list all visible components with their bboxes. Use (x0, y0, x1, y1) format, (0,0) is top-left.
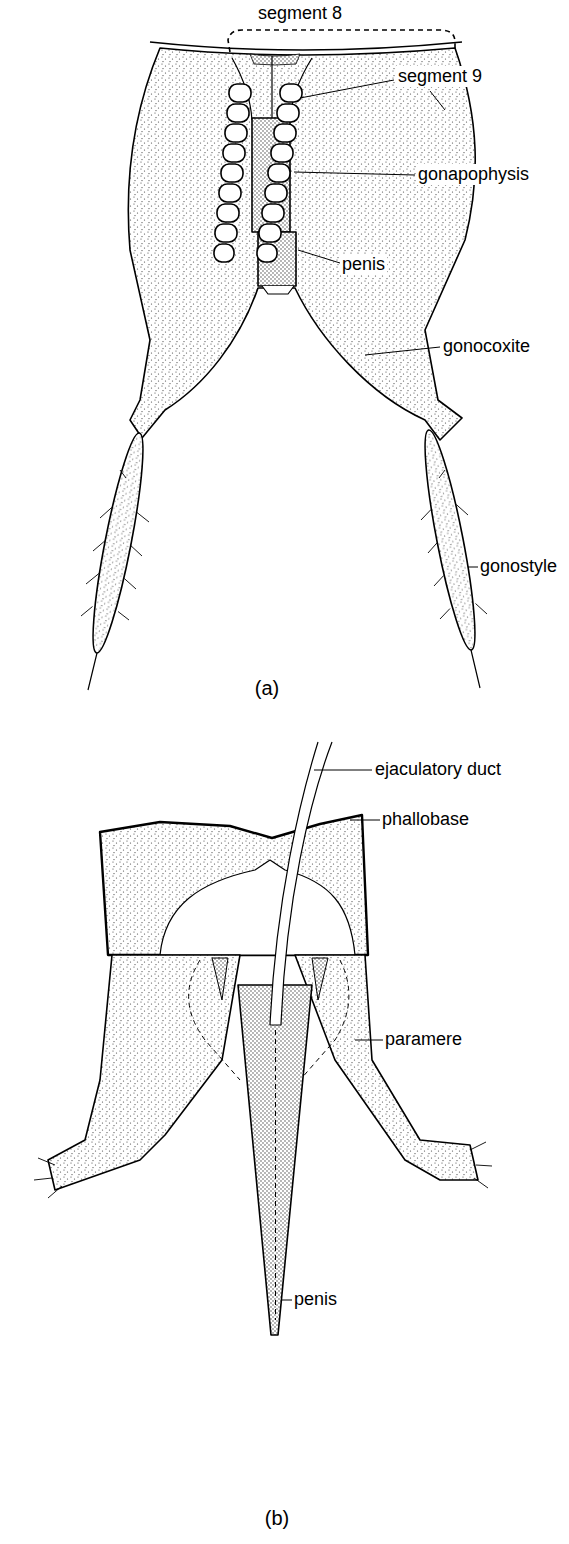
gonostyle-right (416, 428, 484, 653)
phallobase-shape (100, 815, 368, 955)
gonapophysis-right (257, 84, 302, 262)
duct-inside (275, 1030, 276, 1320)
segment-8-margin (150, 42, 462, 50)
part-label: gonocoxite (441, 336, 532, 357)
gonostyle-left (84, 431, 152, 656)
penis-shape (238, 985, 312, 1335)
part-label: penis (292, 1289, 339, 1310)
leader-lines (281, 770, 383, 1300)
figure-a (81, 30, 487, 690)
paramere-right (295, 955, 478, 1180)
paramere-left (48, 955, 240, 1190)
part-label: paramere (383, 1029, 464, 1050)
dark-band (250, 54, 300, 65)
part-label: ejaculatory duct (373, 759, 503, 780)
setae (34, 1142, 492, 1198)
gonapophysis-left (214, 84, 251, 262)
phallobase-window (160, 860, 355, 955)
leader-lines (294, 80, 478, 567)
panel-label: (a) (253, 676, 281, 700)
setae (81, 470, 487, 620)
part-label: phallobase (380, 809, 471, 830)
part-label: segment 8 (256, 3, 344, 24)
midline (271, 56, 272, 120)
figure-b (34, 742, 492, 1335)
part-label: gonapophysis (416, 164, 531, 185)
gonostyle-spikes (88, 650, 480, 690)
segment-9-shape (128, 48, 475, 440)
part-label: gonostyle (478, 556, 559, 577)
part-label: segment 9 (396, 66, 484, 87)
part-label: penis (340, 254, 387, 275)
ejaculatory-duct (270, 742, 332, 1025)
panel-label: (b) (263, 1506, 291, 1530)
penis-end (262, 286, 294, 294)
ejaculatory-duct-fill (270, 742, 332, 1025)
